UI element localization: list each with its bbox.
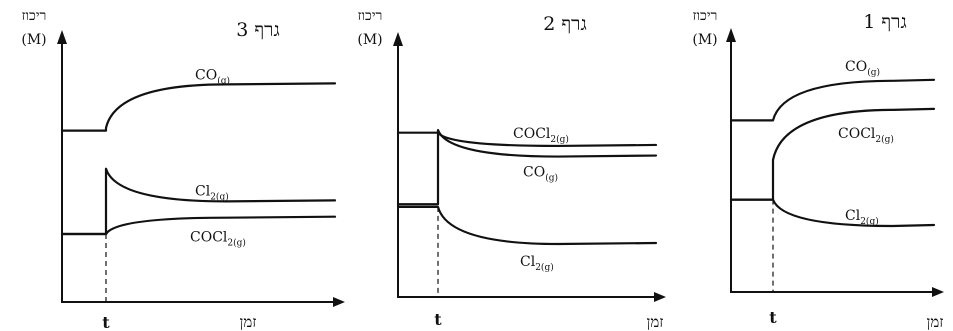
series-line [729, 107, 936, 201]
chart-1: גרף 3 ריכוז (M) זמן t CO(g) Cl2(g) COCl2(g) [21, 8, 345, 331]
x-axis-arrow [932, 287, 944, 297]
x-tick-label: t [434, 310, 442, 329]
series-label: Cl2(g) [520, 254, 554, 273]
series-line [729, 78, 936, 122]
series-line [396, 128, 658, 206]
series-line [60, 167, 337, 236]
series-label: CO(g) [195, 67, 230, 86]
y-axis-unit: (M) [357, 32, 382, 48]
chart-3: גרף 1 ריכוז (M) זמן t CO(g) COCl2(g) Cl2(g) [692, 8, 944, 331]
chart-title: גרף 3 [236, 19, 280, 41]
x-tick-label: t [102, 313, 110, 331]
y-axis-arrow [726, 28, 736, 42]
series-line [60, 215, 337, 236]
series-line [60, 82, 337, 132]
series-label: Cl2(g) [845, 208, 879, 227]
x-axis-arrow [654, 292, 666, 302]
axes [730, 40, 936, 293]
y-axis-unit: (M) [21, 32, 46, 48]
series-label: CO(g) [523, 165, 558, 184]
y-axis-label: ריכוז [358, 8, 383, 24]
y-axis-label: ריכוז [22, 8, 47, 24]
y-axis-unit: (M) [692, 32, 717, 48]
y-axis-arrow [393, 32, 403, 46]
series-label: CO(g) [845, 59, 880, 78]
series-label: Cl2(g) [195, 183, 229, 202]
series-label: COCl2(g) [838, 126, 894, 145]
series-line [729, 198, 936, 228]
series-label: COCl2(g) [513, 126, 569, 145]
axes [61, 42, 337, 303]
chart-2: גרף 2 ריכוז (M) זמן t COCl2(g) CO(g) Cl2(g) [357, 8, 666, 331]
series-line [396, 205, 658, 246]
x-axis-label: זמן [927, 313, 944, 331]
y-axis-arrow [57, 30, 67, 44]
axes [397, 44, 658, 298]
x-axis-label: זמן [240, 313, 257, 331]
chart-title: גרף 1 [863, 11, 907, 33]
series-label: COCl2(g) [190, 230, 246, 249]
y-axis-label: ריכוז [693, 8, 718, 24]
x-axis-label: זמן [647, 313, 664, 331]
x-tick-label: t [769, 308, 777, 327]
x-axis-arrow [333, 297, 345, 307]
chart-title: גרף 2 [543, 13, 587, 35]
